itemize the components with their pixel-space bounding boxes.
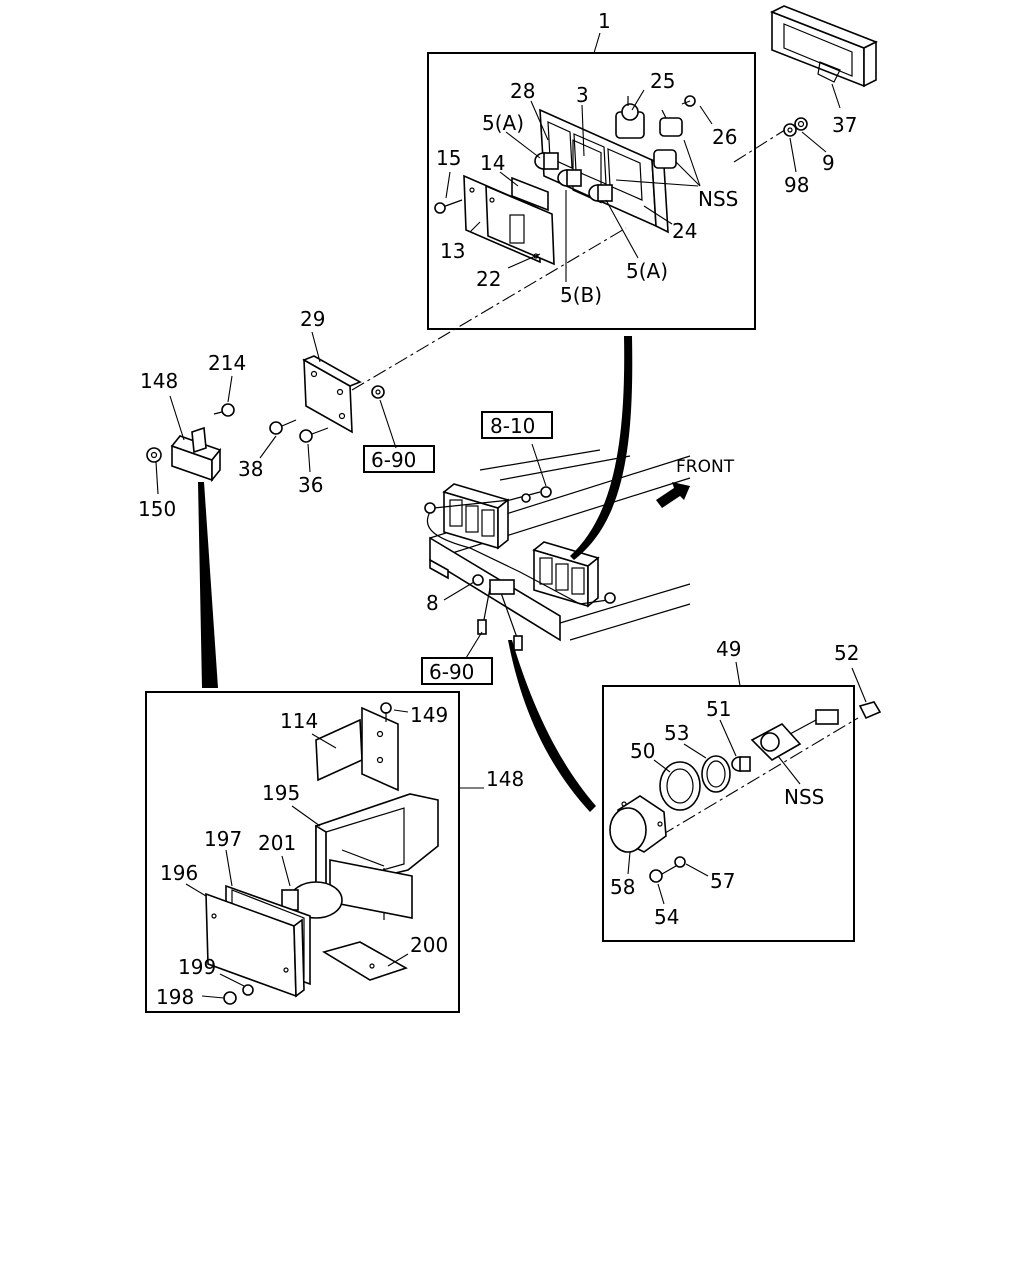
callout-214: 214: [208, 351, 246, 375]
callout-58: 58: [610, 875, 635, 899]
callout-148-panel: 148: [486, 767, 524, 791]
callout-148-top: 148: [140, 369, 178, 393]
pointer-chassis-frame49: [508, 640, 596, 812]
lens-196: [205, 892, 305, 998]
callout-114: 114: [280, 709, 318, 733]
bolt-38: [269, 419, 297, 435]
rear-lamp-left: [442, 483, 510, 550]
lamp-housing: [539, 108, 669, 234]
ref-6-90-top: 6-90: [371, 448, 416, 472]
screw-26: [681, 95, 696, 107]
callout-5a-bottom: 5(A): [626, 259, 668, 283]
ref-8-10: 8-10: [490, 414, 535, 438]
detail-frame-marker-lamp: [602, 685, 855, 942]
washer-199: [242, 984, 254, 996]
nut-150: [146, 447, 162, 463]
callout-nss-top: NSS: [698, 187, 738, 211]
bolt-214: [213, 403, 235, 417]
ref-6-90-bottom: 6-90: [429, 660, 474, 684]
bolt-36: [299, 427, 329, 443]
callout-198: 198: [156, 985, 194, 1009]
bracket-114: [315, 706, 399, 792]
pointer-148-detail: [198, 482, 218, 688]
front-label: FRONT: [676, 457, 735, 477]
part-37-side-lamp: [770, 5, 878, 88]
part-14: [511, 176, 549, 212]
connector-52: [858, 701, 882, 720]
callout-3: 3: [576, 83, 589, 107]
callout-24: 24: [672, 219, 697, 243]
callout-14: 14: [480, 151, 505, 175]
socket-25: [615, 96, 645, 139]
bulb-5a-top: [534, 152, 559, 170]
callout-36: 36: [298, 473, 323, 497]
screw-15: [434, 199, 463, 214]
callout-8: 8: [426, 591, 439, 615]
nss-socket-lower: [653, 149, 677, 169]
callout-196: 196: [160, 861, 198, 885]
nut-9: [794, 117, 808, 131]
callout-199: 199: [178, 955, 216, 979]
washer-98: [783, 123, 797, 137]
front-arrow-icon: [656, 482, 690, 508]
bulb-51: [731, 756, 751, 772]
callout-13: 13: [440, 239, 465, 263]
callout-5b: 5(B): [560, 283, 602, 307]
callout-25: 25: [650, 69, 675, 93]
detail-frame-side-lamp: [145, 691, 460, 1013]
callout-98: 98: [784, 173, 809, 197]
callout-5a-top: 5(A): [482, 111, 524, 135]
screw-198: [223, 991, 237, 1005]
ref-box-8-10: [481, 411, 553, 439]
callout-15: 15: [436, 146, 461, 170]
harness: [424, 486, 616, 651]
rear-lamp-right: [532, 541, 600, 608]
callout-nss-bottom: NSS: [784, 785, 824, 809]
callout-53: 53: [664, 721, 689, 745]
nut-6-90: [371, 385, 385, 399]
bracket-29: [302, 355, 362, 434]
callout-197: 197: [204, 827, 242, 851]
callout-37: 37: [832, 113, 857, 137]
callout-9: 9: [822, 151, 835, 175]
pointer-frame1-lamp: [570, 336, 633, 560]
callout-51: 51: [706, 697, 731, 721]
ref-box-6-90-bottom: [421, 657, 493, 685]
bulb-5b: [557, 169, 582, 187]
washer-57: [674, 856, 686, 868]
callout-149: 149: [410, 703, 448, 727]
callout-22: 22: [476, 267, 501, 291]
screw-149: [380, 702, 392, 722]
callout-1: 1: [598, 9, 611, 33]
lens-13: [463, 174, 555, 266]
callout-52: 52: [834, 641, 859, 665]
housing-58: [609, 795, 667, 853]
housing-195: [315, 793, 439, 920]
bulb-201: [281, 881, 343, 919]
callout-200: 200: [410, 933, 448, 957]
callout-26: 26: [712, 125, 737, 149]
gasket-53: [701, 755, 731, 793]
ref-box-6-90-top: [363, 445, 435, 473]
lens-50: [659, 761, 701, 811]
callout-57: 57: [710, 869, 735, 893]
chassis-rear: [429, 449, 691, 642]
side-lamp-148: [170, 426, 222, 483]
callout-49: 49: [716, 637, 741, 661]
screw-54: [649, 865, 677, 883]
callout-150: 150: [138, 497, 176, 521]
callout-195: 195: [262, 781, 300, 805]
callout-38: 38: [238, 457, 263, 481]
callout-201: 201: [258, 831, 296, 855]
detail-frame-lamp-assembly: [427, 52, 756, 330]
nss-socket-upper: [659, 109, 683, 137]
bulb-5a-bottom: [588, 184, 613, 202]
plate-200: [322, 941, 408, 981]
callout-50: 50: [630, 739, 655, 763]
callout-29: 29: [300, 307, 325, 331]
callout-28: 28: [510, 79, 535, 103]
callout-54: 54: [654, 905, 679, 929]
socket-nss-bottom: [750, 709, 839, 761]
